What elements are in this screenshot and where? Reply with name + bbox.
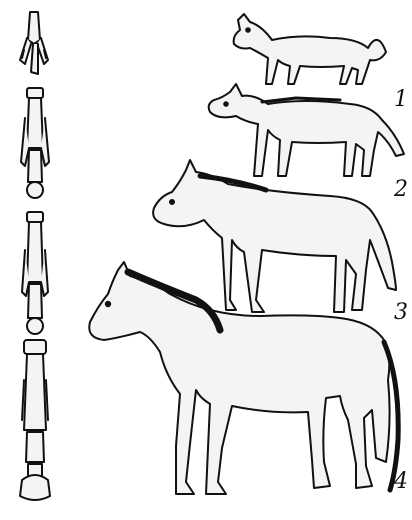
animal-stage-3 — [153, 160, 396, 312]
animal-stage-4 — [89, 262, 398, 494]
stage-label-1: 1 — [394, 89, 408, 111]
foot-skeleton-2 — [21, 88, 49, 198]
stage-label-2: 2 — [394, 179, 408, 201]
animal-stage-2 — [209, 84, 404, 176]
foot-skeleton-1 — [20, 12, 48, 74]
stage-label-3: 3 — [394, 302, 408, 324]
stage-label-4: 4 — [394, 471, 408, 493]
foot-skeleton-4 — [20, 340, 50, 500]
animal-stage-1 — [234, 14, 386, 84]
foot-skeleton-3 — [22, 212, 48, 334]
